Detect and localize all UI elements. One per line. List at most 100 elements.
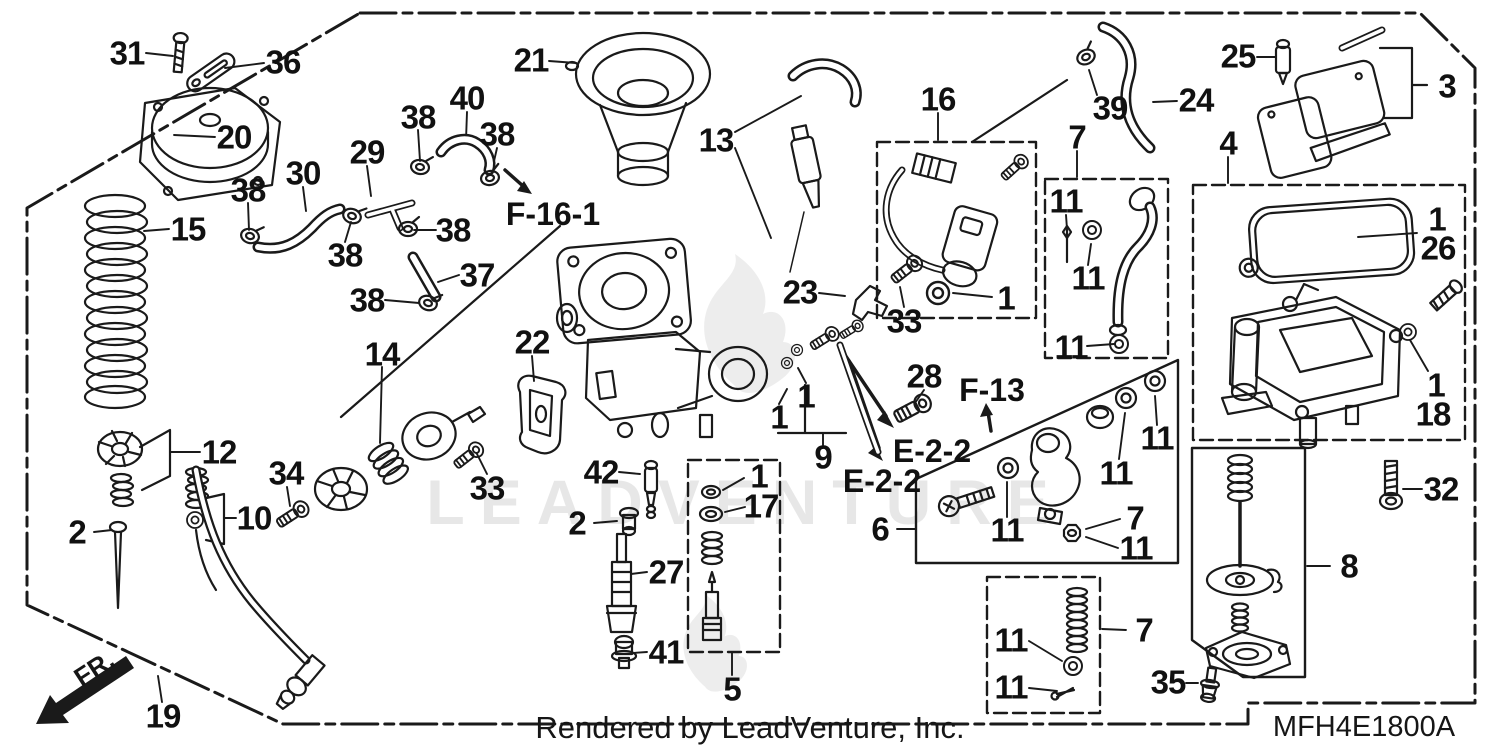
part-callout-28: 28: [906, 357, 943, 395]
part-callout-27: 27: [648, 553, 685, 591]
part-callout-33: 33: [886, 302, 923, 340]
part-callout-1: 1: [1427, 366, 1445, 404]
leader-lines: [93, 52, 1429, 703]
part-callout-6: 6: [871, 510, 889, 548]
part-throttle-rod-10: [184, 466, 218, 592]
part-callout-42: 42: [583, 453, 620, 491]
part-callout-15: 15: [170, 210, 207, 248]
part-callout-14: 14: [364, 335, 401, 373]
part-callout-10: 10: [236, 499, 273, 537]
part-callout-3: 3: [1438, 67, 1456, 105]
part-callout-39: 39: [1092, 89, 1129, 127]
part-callout-41: 41: [648, 633, 685, 671]
part-callout-19: 19: [145, 697, 182, 735]
part-callout-2: 2: [568, 504, 586, 542]
part-callout-11: 11: [994, 668, 1029, 706]
part-callout-38: 38: [327, 236, 364, 274]
part-callout-7: 7: [1068, 118, 1086, 156]
part-callout-11: 11: [1099, 454, 1134, 492]
part-callout-2: 2: [68, 513, 86, 551]
part-callout-23: 23: [782, 273, 819, 311]
part-float-set-3: [1256, 26, 1391, 179]
part-code: MFH4E1800A: [1273, 711, 1456, 743]
part-callout-37: 37: [459, 256, 496, 294]
part-float-valve-25: [1274, 38, 1292, 86]
part-vacuum-piston-21: [564, 31, 712, 187]
part-callout-11: 11: [1119, 529, 1154, 567]
part-fuel-joint-9: [780, 317, 882, 456]
part-plate-36: [186, 52, 236, 93]
part-callout-38: 38: [349, 281, 386, 319]
footer-credit: Rendered by LeadVenture, Inc.: [535, 710, 964, 745]
part-callout-17: 17: [743, 487, 780, 525]
part-callout-4: 4: [1219, 124, 1237, 162]
part-cover-22-screw-33: [450, 374, 567, 473]
part-callout-11: 11: [1054, 328, 1089, 366]
part-callout-7: 7: [1135, 611, 1153, 649]
part-callout-13: 13: [698, 121, 735, 159]
part-callout-11: 11: [994, 621, 1029, 659]
part-needle-jet-set-5: [698, 484, 724, 642]
part-spring-set-7: [1050, 586, 1089, 701]
part-hoses-and-clamps: [238, 133, 504, 315]
part-float-chamber-4: [1220, 197, 1463, 450]
part-callout-11: 11: [1140, 419, 1175, 457]
part-callout-33: 33: [469, 469, 506, 507]
part-choke-group-6: [937, 369, 1167, 543]
part-jet-needle-2: [108, 520, 128, 610]
part-callout-11: 11: [1071, 259, 1106, 297]
part-callout-26: 26: [1420, 229, 1457, 267]
part-callout-5: 5: [723, 670, 741, 708]
part-screw-32: [1378, 459, 1404, 511]
part-callout-38: 38: [230, 171, 267, 209]
part-callout-18: 18: [1415, 395, 1452, 433]
brackets: [138, 46, 1429, 546]
part-screw-35: [1199, 666, 1221, 704]
group-boxes: [686, 140, 1467, 715]
part-callout-36: 36: [265, 43, 302, 81]
part-callout-40: 40: [449, 79, 486, 117]
part-callout-38: 38: [400, 98, 437, 136]
part-accelerator-pump-8: [1204, 453, 1292, 680]
part-callout-20: 20: [216, 118, 253, 156]
part-hose-13-and-sensor: [787, 58, 862, 273]
part-callout-7: 7: [1126, 499, 1144, 537]
part-callout-9: 9: [814, 438, 832, 476]
part-callout-34: 34: [268, 454, 305, 492]
part-callout-24: 24: [1178, 81, 1215, 119]
part-callout-25: 25: [1220, 37, 1257, 75]
part-callout-12: 12: [201, 433, 238, 471]
ref-label-E-2-2: E-2-2: [842, 463, 922, 499]
part-callout-1: 1: [1428, 200, 1446, 238]
ref-label-F-13: F-13: [959, 372, 1025, 408]
part-callout-31: 31: [109, 34, 146, 72]
part-callout-8: 8: [1340, 547, 1358, 585]
part-callout-32: 32: [1423, 470, 1460, 508]
part-callout-22: 22: [514, 323, 551, 361]
part-callout-1: 1: [770, 398, 788, 436]
part-top-cover-20: [138, 86, 282, 202]
part-fork-23-screw-33: [851, 251, 927, 322]
part-callout-11: 11: [1049, 182, 1084, 220]
part-carburetor-body: [555, 237, 769, 439]
part-jets-42-2-27-41: [605, 459, 659, 670]
part-callout-35: 35: [1150, 663, 1187, 701]
ref-label-E-2-2: E-2-2: [892, 433, 972, 469]
ref-label-F-16-1: F-16-1: [505, 196, 601, 232]
part-callout-1: 1: [997, 279, 1015, 317]
part-throttle-cable-19: [191, 465, 326, 710]
part-screw-28: [893, 393, 932, 423]
part-callout-21: 21: [513, 41, 550, 79]
part-callout-30: 30: [285, 154, 322, 192]
part-callout-29: 29: [349, 133, 386, 171]
part-screw-31: [172, 31, 189, 74]
part-air-vent-hose-24: [1071, 21, 1156, 154]
page-border: [25, 11, 1477, 726]
part-callout-38: 38: [479, 115, 516, 153]
fr-direction-arrow: [36, 656, 134, 724]
part-drain-tube-7: [1061, 186, 1158, 354]
part-callout-16: 16: [920, 80, 957, 118]
